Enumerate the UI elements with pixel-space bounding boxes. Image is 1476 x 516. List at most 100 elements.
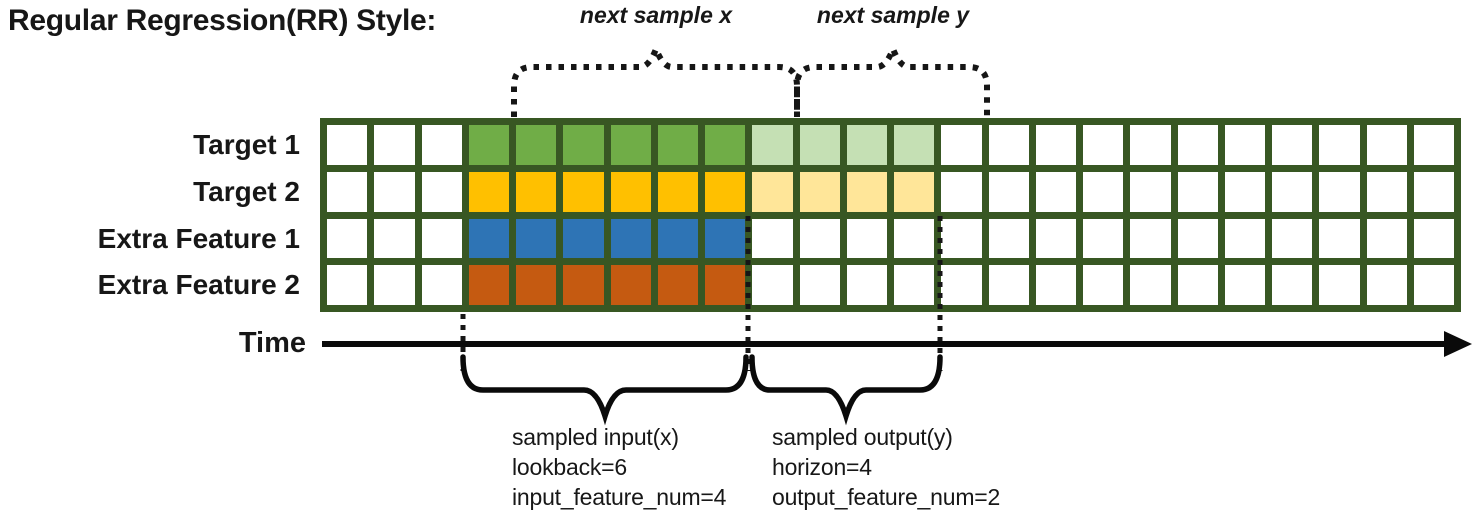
lookback-value: lookback=6 bbox=[512, 454, 627, 480]
grid-cell bbox=[657, 125, 698, 165]
grid-cell bbox=[610, 125, 651, 165]
grid-cell bbox=[1083, 125, 1124, 165]
sampling-grid bbox=[320, 118, 1461, 312]
grid-cell bbox=[1035, 125, 1076, 165]
grid-cell bbox=[327, 125, 368, 165]
grid-cell bbox=[1413, 265, 1454, 305]
grid-cell bbox=[1413, 218, 1454, 259]
grid-cell bbox=[846, 218, 887, 259]
input-feature-num-value: input_feature_num=4 bbox=[512, 484, 727, 510]
output-feature-num-value: output_feature_num=2 bbox=[772, 484, 1001, 510]
grid-cell bbox=[374, 125, 415, 165]
diagram-title: Regular Regression(RR) Style: bbox=[8, 4, 437, 37]
grid-cell bbox=[705, 218, 746, 259]
grid-cell bbox=[468, 265, 509, 305]
grid-cell bbox=[610, 171, 651, 212]
grid-cell bbox=[894, 171, 935, 212]
grid-cell bbox=[1366, 218, 1407, 259]
grid-cell bbox=[1130, 125, 1171, 165]
grid-cell bbox=[1177, 265, 1218, 305]
grid-cell bbox=[657, 218, 698, 259]
grid-cell bbox=[421, 265, 462, 305]
grid-cell bbox=[1272, 265, 1313, 305]
grid-cell bbox=[1224, 218, 1265, 259]
sampled-output-caption: sampled output(y) horizon=4 output_featu… bbox=[772, 422, 1000, 512]
grid-cell bbox=[1224, 171, 1265, 212]
row-label-target-1: Target 1 bbox=[193, 129, 300, 160]
grid-cell bbox=[752, 218, 793, 259]
grid-cell bbox=[988, 218, 1029, 259]
grid-cell bbox=[516, 265, 557, 305]
grid-cell bbox=[1366, 125, 1407, 165]
grid-cell bbox=[1177, 171, 1218, 212]
grid-cell bbox=[846, 171, 887, 212]
grid-cell bbox=[563, 265, 604, 305]
grid-cell bbox=[846, 265, 887, 305]
grid-cell bbox=[1130, 265, 1171, 305]
grid-cell bbox=[846, 125, 887, 165]
row-label-extra-feature-1: Extra Feature 1 bbox=[97, 222, 300, 254]
grid-cell bbox=[988, 265, 1029, 305]
grid-cell bbox=[516, 171, 557, 212]
grid-cell bbox=[799, 265, 840, 305]
grid-cell bbox=[799, 218, 840, 259]
grid-cell bbox=[1272, 218, 1313, 259]
grid-cell bbox=[1319, 125, 1360, 165]
row-label-target-2: Target 2 bbox=[193, 175, 300, 207]
grid-cell bbox=[1224, 265, 1265, 305]
grid-cell bbox=[1272, 171, 1313, 212]
grid-cell bbox=[1083, 265, 1124, 305]
grid-cell bbox=[1319, 218, 1360, 259]
grid-cell bbox=[1130, 218, 1171, 259]
time-axis-arrowhead bbox=[1444, 331, 1472, 357]
grid-cell bbox=[894, 125, 935, 165]
grid-cell bbox=[1272, 125, 1313, 165]
grid-cell bbox=[327, 171, 368, 212]
grid-cell bbox=[468, 125, 509, 165]
sampled-output-brace bbox=[749, 354, 943, 426]
sampled-input-caption: sampled input(x) lookback=6 input_featur… bbox=[512, 422, 726, 512]
grid-cell bbox=[421, 171, 462, 212]
grid-cell bbox=[563, 125, 604, 165]
grid-cell bbox=[705, 125, 746, 165]
grid-cell bbox=[468, 171, 509, 212]
grid-cell bbox=[657, 171, 698, 212]
grid-cell bbox=[516, 125, 557, 165]
grid-cell bbox=[1319, 171, 1360, 212]
grid-cell bbox=[1177, 125, 1218, 165]
grid-cell bbox=[988, 125, 1029, 165]
next-sample-y-brace bbox=[794, 40, 990, 117]
grid-cell bbox=[1130, 171, 1171, 212]
grid-cell bbox=[374, 171, 415, 212]
grid-cell bbox=[1035, 218, 1076, 259]
horizon-value: horizon=4 bbox=[772, 454, 872, 480]
sampled-output-title: sampled output(y) bbox=[772, 424, 953, 450]
grid-cell bbox=[752, 125, 793, 165]
grid-cell bbox=[1319, 265, 1360, 305]
grid-cell bbox=[327, 265, 368, 305]
grid-cell bbox=[941, 125, 982, 165]
grid-cell bbox=[894, 265, 935, 305]
grid-cell bbox=[752, 265, 793, 305]
grid-cell bbox=[799, 171, 840, 212]
grid-cell bbox=[421, 218, 462, 259]
time-axis-label: Time bbox=[238, 327, 306, 359]
grid-cell bbox=[1083, 171, 1124, 212]
grid-cell bbox=[1035, 171, 1076, 212]
grid-cell bbox=[1366, 265, 1407, 305]
grid-cell bbox=[1224, 125, 1265, 165]
grid-cell bbox=[941, 265, 982, 305]
grid-cell bbox=[1177, 218, 1218, 259]
grid-cell bbox=[1083, 218, 1124, 259]
grid-cell bbox=[941, 171, 982, 212]
grid-cell bbox=[516, 218, 557, 259]
grid-cell bbox=[705, 265, 746, 305]
grid-cell bbox=[799, 125, 840, 165]
grid-cell bbox=[374, 218, 415, 259]
grid-cell bbox=[988, 171, 1029, 212]
sampled-input-title: sampled input(x) bbox=[512, 424, 679, 450]
grid-cell bbox=[327, 218, 368, 259]
grid-cell bbox=[1413, 125, 1454, 165]
